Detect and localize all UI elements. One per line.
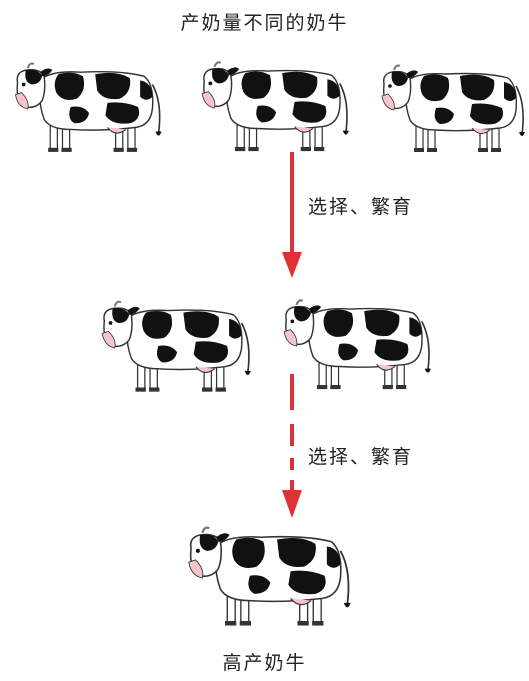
cow-row1-middle (201, 61, 350, 153)
cow-row1-right (381, 64, 526, 153)
cow-high-yield (187, 526, 352, 627)
title-caption: 产奶量不同的奶牛 (180, 12, 349, 34)
result-caption: 高产奶牛 (222, 652, 307, 674)
step-label-1: 选择、繁育 (308, 196, 414, 218)
arrow-solid (282, 152, 302, 278)
cow-row1-left (14, 62, 163, 153)
arrow-dashed (282, 374, 302, 518)
cow-row2-left (101, 300, 252, 393)
step-label-2: 选择、繁育 (308, 446, 414, 468)
